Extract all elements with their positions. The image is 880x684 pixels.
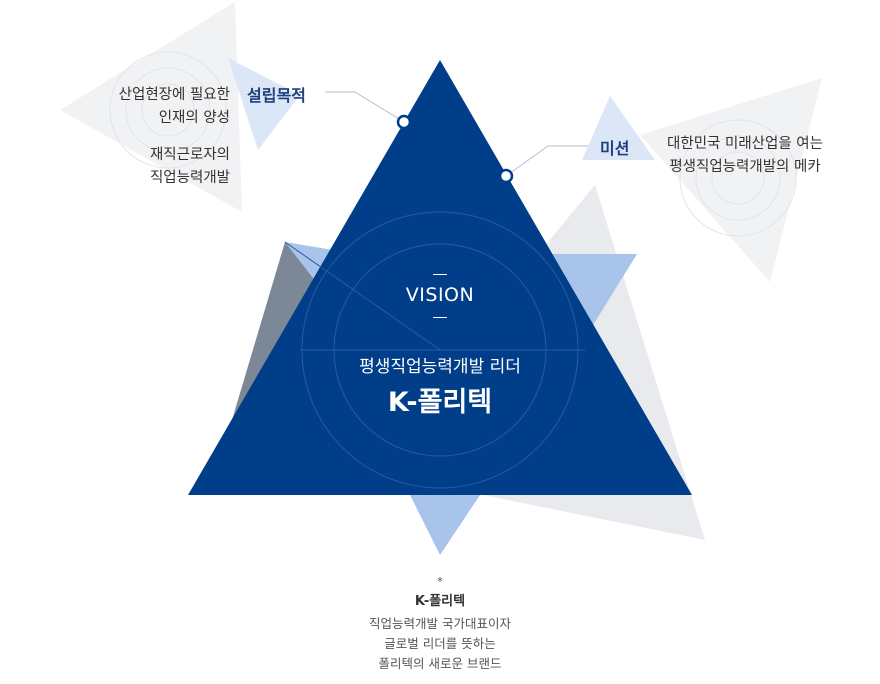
vision-subtitle: 평생직업능력개발 리더: [359, 357, 521, 377]
vision-word: VISION: [405, 284, 475, 306]
footnote-line: 직업능력개발 국가대표이자: [369, 616, 511, 631]
mission-dot: [498, 168, 514, 184]
mission-connector: [505, 145, 588, 177]
mission-description: 대한민국 미래산업을 여는 평생직업능력개발의 메카: [645, 133, 845, 179]
footnote-marker: *: [437, 575, 443, 588]
purpose-line: 직업능력개발: [149, 170, 230, 186]
decor-triangle-left: [60, 2, 242, 212]
decor-triangle-right: [640, 78, 822, 282]
purpose-line: 인재의 양성: [158, 110, 230, 126]
footnote-line: 글로벌 리더를 뜻하는: [384, 636, 496, 651]
vision-dash-bottom: [433, 317, 447, 318]
mission-line: 대한민국 미래산업을 여는: [667, 136, 823, 152]
mission-label: 미션: [600, 139, 630, 158]
main-triangle: [188, 60, 692, 495]
purpose-line: 재직근로자의: [149, 147, 230, 163]
mission-line: 평생직업능력개발의 메카: [669, 159, 821, 175]
inner-diagonal: [284, 241, 441, 351]
footnote-line: 폴리텍의 새로운 브랜드: [378, 656, 502, 671]
mission-accent-triangle: [582, 96, 655, 160]
decor-triangle-blue-bottom: [410, 495, 480, 555]
purpose-connector: [325, 91, 405, 123]
decor-rings-right: [679, 119, 797, 237]
purpose-dot: [396, 114, 412, 130]
footnote-title: K-폴리텍: [414, 594, 466, 609]
purpose-label: 설립목적: [247, 86, 306, 105]
vision-brand: K-폴리텍: [387, 387, 493, 418]
vision-dash-top: [433, 274, 447, 275]
footnote-description: 직업능력개발 국가대표이자 글로벌 리더를 뜻하는 폴리텍의 새로운 브랜드: [320, 614, 560, 674]
decor-triangle-blue-right: [548, 254, 637, 330]
purpose-accent-triangle: [228, 58, 300, 150]
purpose-line: 산업현장에 필요한: [118, 87, 230, 103]
decor-rings-left: [109, 51, 227, 169]
purpose-description: 산업현장에 필요한 인재의 양성 재직근로자의 직업능력개발: [70, 84, 230, 190]
